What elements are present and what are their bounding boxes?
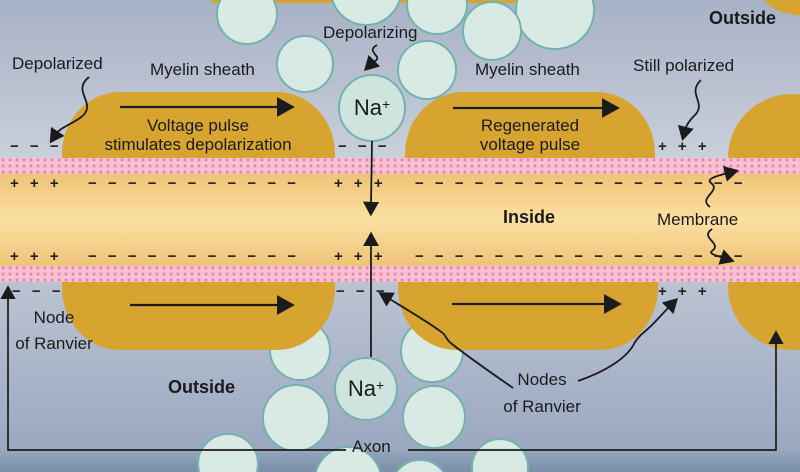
regenerated-pulse-caption: Regenerated voltage pulse — [445, 116, 615, 154]
nodes-of-ranvier-right-label: Nodes of Ranvier — [496, 366, 588, 420]
cell-circle — [197, 433, 259, 472]
nodes-right-line2: of Ranvier — [503, 397, 581, 416]
charge-row-bottom-inside-left-dashes: − − − − − − − − − − − — [88, 248, 297, 265]
myelin-lobe-bottom-right — [728, 282, 800, 350]
charge-row-top-outside-right: + + + — [658, 138, 707, 155]
charge-row-bottom-outside-center: − − − — [336, 283, 385, 300]
myelin-sheath-right-label: Myelin sheath — [475, 60, 580, 79]
membrane-label: Membrane — [657, 210, 739, 229]
membrane-bottom — [0, 266, 800, 282]
charge-row-bottom-outside-left: − − − — [12, 283, 61, 300]
still-polarized-label: Still polarized — [633, 56, 735, 75]
charge-row-top-inside-right-dashes: − − − − − − − − − − − − − − − − − — [415, 175, 743, 192]
sodium-ion-top: Na+ — [338, 74, 406, 142]
charge-row-bottom-outside-right: + + + — [658, 283, 707, 300]
regenerated-line1: Regenerated — [480, 116, 580, 135]
myelin-sheath-left-label: Myelin sheath — [150, 60, 255, 79]
sodium-ion-bottom: Na+ — [334, 357, 398, 421]
charge-row-top-outside-left: − − − — [10, 138, 59, 155]
cell-circle — [402, 385, 466, 449]
node-left-line1: Node — [33, 308, 75, 327]
voltage-pulse-line2: stimulates depolarization — [104, 135, 292, 154]
axon-label: Axon — [352, 437, 391, 456]
cell-circle — [216, 0, 278, 45]
voltage-pulse-caption: Voltage pulse stimulates depolarization — [58, 116, 338, 154]
cell-circle — [397, 40, 457, 100]
myelin-lobe-top-right — [728, 94, 800, 158]
axon-interior — [0, 174, 800, 266]
charge-row-top-inside-left-plus: + + + — [10, 175, 59, 192]
depolarizing-label: Depolarizing — [323, 23, 418, 42]
depolarized-label: Depolarized — [12, 54, 103, 73]
cell-circle — [390, 459, 450, 472]
voltage-pulse-line1: Voltage pulse — [146, 116, 250, 135]
cell-circle — [462, 1, 522, 61]
charge-row-top-inside-center-plus: + + + — [334, 175, 383, 192]
charge-row-top-outside-center: − − − — [338, 138, 387, 155]
sodium-label: Na+ — [353, 95, 391, 120]
myelin-lobe-bottom-left — [62, 282, 335, 350]
cell-circle — [276, 35, 334, 93]
cell-circle — [262, 384, 330, 452]
charge-row-bottom-inside-left-plus: + + + — [10, 248, 59, 265]
charge-row-bottom-inside-right-dashes: − − − − − − − − − − − − − − − − − — [415, 248, 743, 265]
charge-row-top-inside-left-dashes: − − − − − − − − − − − — [88, 175, 297, 192]
membrane-top — [0, 158, 800, 174]
outside-top-label: Outside — [709, 8, 777, 28]
inside-label: Inside — [503, 207, 556, 227]
sodium-label: Na+ — [347, 376, 385, 401]
depolarizing-pointer-arrow — [363, 44, 381, 72]
nodes-right-line1: Nodes — [517, 370, 567, 389]
node-of-ranvier-left-label: Node of Ranvier — [6, 305, 102, 357]
outside-bottom-label: Outside — [168, 377, 236, 397]
regenerated-line2: voltage pulse — [479, 135, 581, 154]
cell-circle — [515, 0, 595, 50]
myelin-lobe-bottom-middle — [398, 282, 658, 350]
node-left-line2: of Ranvier — [15, 334, 93, 353]
charge-row-bottom-inside-center-plus: + + + — [334, 248, 383, 265]
cell-circle — [471, 438, 529, 472]
still-polarized-pointer-arrow — [677, 79, 702, 142]
